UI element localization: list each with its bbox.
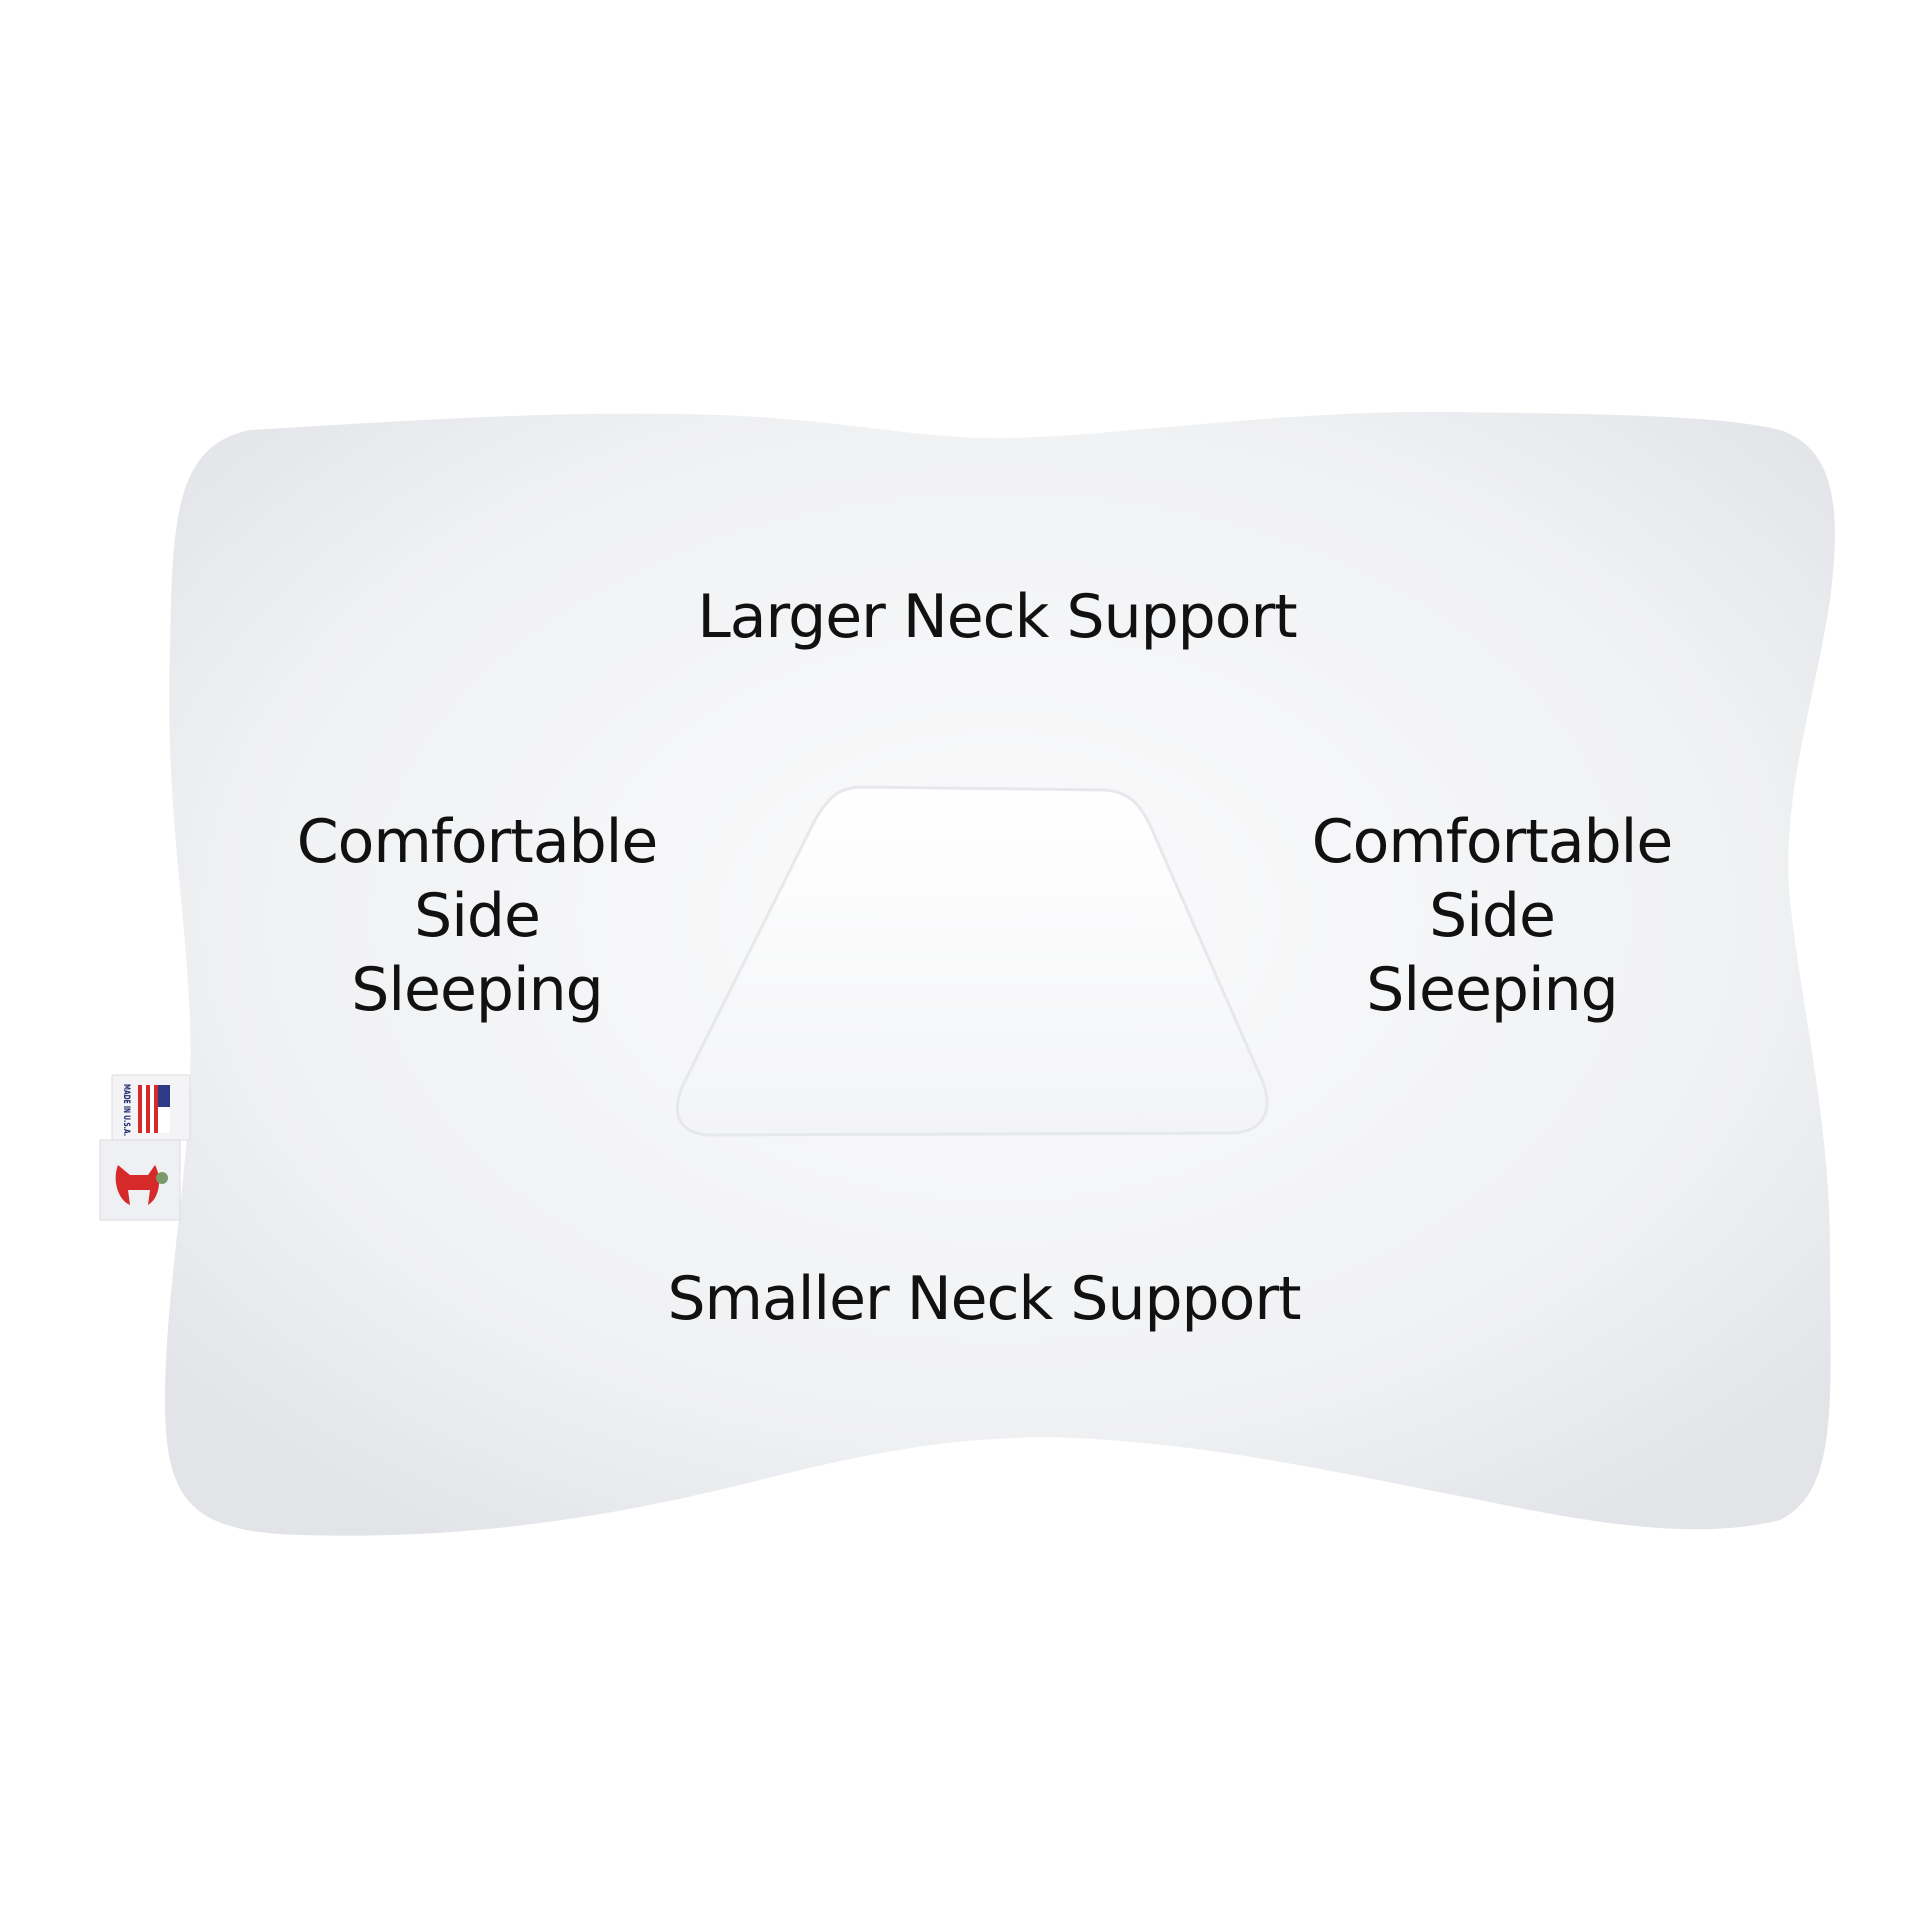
- label-line: Comfortable: [296, 807, 659, 877]
- label-line: Comfortable: [1311, 807, 1674, 877]
- label-larger-neck-support: Larger Neck Support: [697, 582, 1297, 652]
- center-trapezoid-cutout: [675, 785, 1269, 1137]
- label-line: Side: [414, 881, 541, 951]
- made-in-usa-tag: MADE IN U.S.A.: [99, 1074, 191, 1221]
- label-line: Sleeping: [1366, 955, 1618, 1025]
- label-right-side-sleeping: Comfortable Side Sleeping: [1311, 805, 1674, 1027]
- flag-icon: [138, 1085, 170, 1133]
- made-in-usa-text: MADE IN U.S.A.: [121, 1084, 131, 1136]
- brand-logo-icon: [115, 1165, 160, 1205]
- label-smaller-neck-support: Smaller Neck Support: [667, 1264, 1301, 1334]
- label-left-side-sleeping: Comfortable Side Sleeping: [296, 805, 659, 1027]
- label-line: Sleeping: [351, 955, 603, 1025]
- label-line: Side: [1429, 881, 1556, 951]
